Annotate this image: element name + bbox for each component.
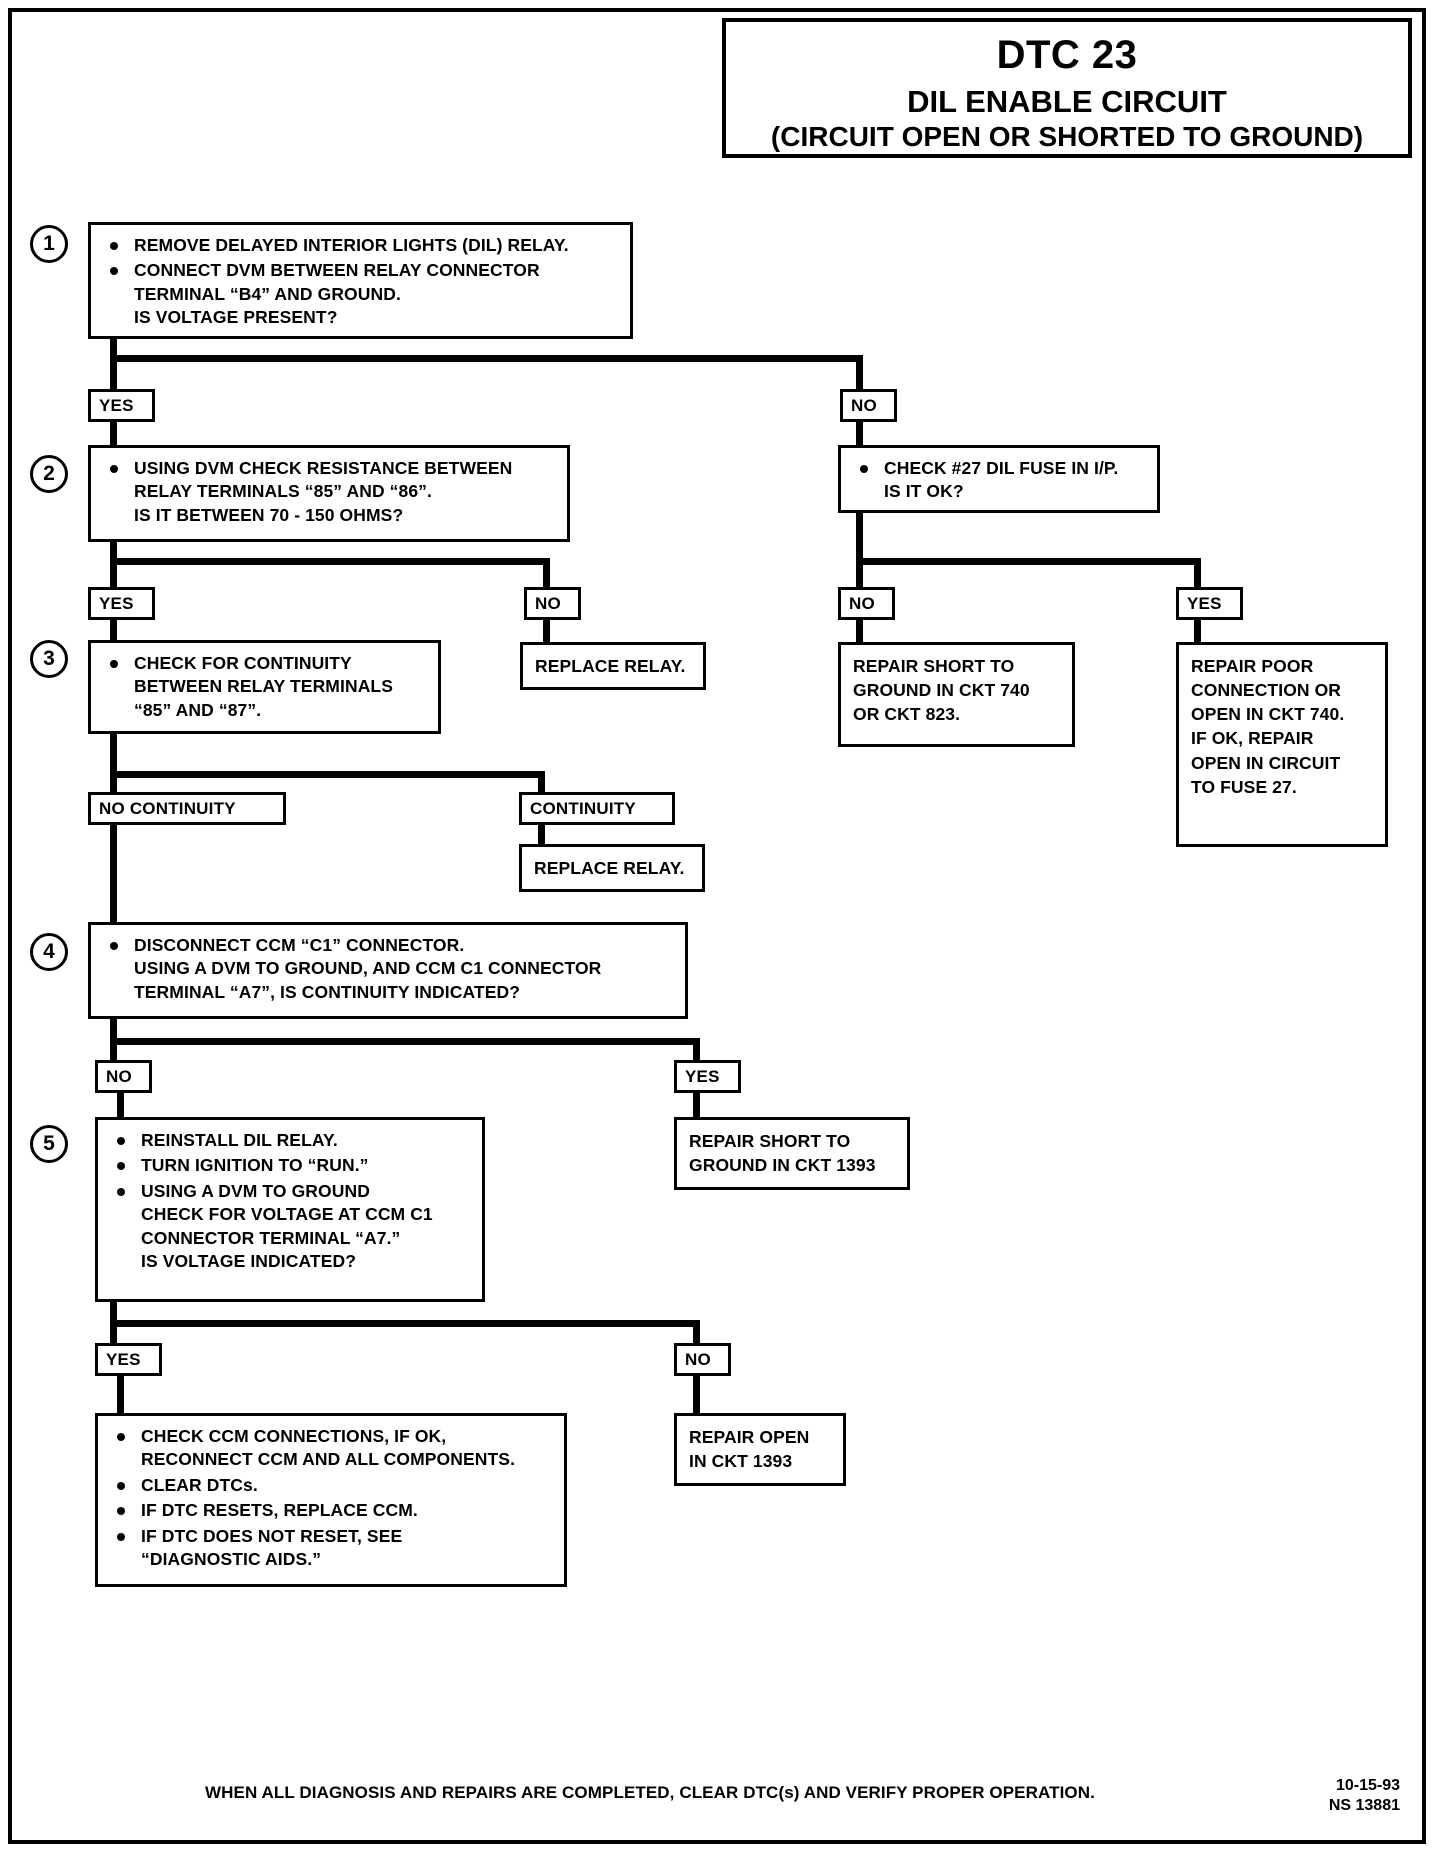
bullet-icon <box>110 660 118 668</box>
connector-step2-horizontal <box>110 558 550 565</box>
page-border <box>8 8 1426 1844</box>
label-fuse-yes: YES <box>1176 587 1243 620</box>
connector-nocont-to-step4 <box>110 825 117 922</box>
connector-no-to-fuse <box>856 422 863 446</box>
step-1-item-2: CONNECT DVM BETWEEN RELAY CONNECTOR TERM… <box>103 259 620 329</box>
label-step4-no: NO <box>95 1060 152 1093</box>
step-3-box: CHECK FOR CONTINUITY BETWEEN RELAY TERMI… <box>88 640 441 734</box>
final-item-4: IF DTC DOES NOT RESET, SEE “DIAGNOSTIC A… <box>110 1525 554 1572</box>
connector-step2-no <box>543 558 550 587</box>
connector-yes-to-repair-1393 <box>693 1093 700 1117</box>
connector-fuse-yes <box>1194 558 1201 587</box>
replace-relay-box-1: REPLACE RELAY. <box>520 642 706 690</box>
bullet-icon <box>117 1137 125 1145</box>
bullet-icon <box>117 1162 125 1171</box>
connector-step5-horizontal <box>110 1320 700 1327</box>
step-1-box: REMOVE DELAYED INTERIOR LIGHTS (DIL) REL… <box>88 222 633 339</box>
circuit-name: DIL ENABLE CIRCUIT <box>907 84 1227 119</box>
repair-poor-connection-text: REPAIR POOR CONNECTION OR OPEN IN CKT 74… <box>1191 656 1345 797</box>
connector-step5-yes <box>110 1302 117 1355</box>
repair-open-1393-text: REPAIR OPEN IN CKT 1393 <box>689 1427 810 1472</box>
repair-poor-connection-box: REPAIR POOR CONNECTION OR OPEN IN CKT 74… <box>1176 642 1388 847</box>
label-step5-yes: YES <box>95 1343 162 1376</box>
step-number-3: 3 <box>30 640 68 678</box>
step-5-item-3: USING A DVM TO GROUND CHECK FOR VOLTAGE … <box>110 1180 472 1274</box>
step-1-item-1: REMOVE DELAYED INTERIOR LIGHTS (DIL) REL… <box>103 234 620 257</box>
connector-no-to-repair-short-740 <box>856 620 863 642</box>
bullet-icon <box>110 942 118 950</box>
label-step2-yes: YES <box>88 587 155 620</box>
fuse-check-item: CHECK #27 DIL FUSE IN I/P. IS IT OK? <box>853 457 1147 504</box>
label-step5-no: NO <box>674 1343 731 1376</box>
bullet-icon <box>110 465 118 473</box>
connector-yes-to-repair-poor <box>1194 620 1201 642</box>
dtc-code: DTC 23 <box>996 33 1138 77</box>
label-step1-no: NO <box>840 389 897 422</box>
replace-relay-text-1: REPLACE RELAY. <box>535 656 686 676</box>
step-3-item-1: CHECK FOR CONTINUITY BETWEEN RELAY TERMI… <box>103 652 428 722</box>
step-number-2: 2 <box>30 455 68 493</box>
connector-step1-horizontal <box>110 355 863 362</box>
connector-step5-no <box>693 1320 700 1354</box>
connector-yes-to-step2 <box>110 422 117 446</box>
bullet-icon <box>117 1481 125 1490</box>
connector-step3-horizontal <box>110 771 545 778</box>
final-item-1: CHECK CCM CONNECTIONS, IF OK, RECONNECT … <box>110 1425 554 1472</box>
connector-step1-no <box>856 355 863 389</box>
connector-yes-to-step3 <box>110 620 117 642</box>
step-5-item-2: TURN IGNITION TO “RUN.” <box>110 1154 472 1177</box>
repair-short-1393-box: REPAIR SHORT TO GROUND IN CKT 1393 <box>674 1117 910 1190</box>
step-4-item-1: DISCONNECT CCM “C1” CONNECTOR. USING A D… <box>103 934 675 1004</box>
final-item-2: CLEAR DTCs. <box>110 1474 554 1497</box>
circuit-condition: (CIRCUIT OPEN OR SHORTED TO GROUND) <box>770 120 1364 152</box>
label-step4-yes: YES <box>674 1060 741 1093</box>
connector-cont-to-replace-relay-2 <box>538 825 545 844</box>
label-step3-no-continuity: NO CONTINUITY <box>88 792 286 825</box>
label-step3-continuity: CONTINUITY <box>519 792 675 825</box>
connector-step4-yes <box>693 1038 700 1072</box>
repair-short-740-text: REPAIR SHORT TO GROUND IN CKT 740 OR CKT… <box>853 656 1030 725</box>
footer-code: 10-15-93 NS 13881 <box>1328 1777 1400 1814</box>
repair-open-1393-box: REPAIR OPEN IN CKT 1393 <box>674 1413 846 1486</box>
connector-step4-horizontal <box>110 1038 700 1045</box>
connector-step4-no <box>110 1019 117 1072</box>
connector-step1-yes <box>110 339 117 389</box>
step-2-item-1: USING DVM CHECK RESISTANCE BETWEEN RELAY… <box>103 457 557 527</box>
label-step2-no: NO <box>524 587 581 620</box>
connector-step3-cont <box>538 771 545 792</box>
bullet-icon <box>110 267 118 276</box>
final-item-3: IF DTC RESETS, REPLACE CCM. <box>110 1499 554 1522</box>
connector-step3-nocont <box>110 734 117 792</box>
connector-fuse-no <box>856 513 863 587</box>
step-4-box: DISCONNECT CCM “C1” CONNECTOR. USING A D… <box>88 922 688 1019</box>
step-5-item-1: REINSTALL DIL RELAY. <box>110 1129 472 1152</box>
replace-relay-box-2: REPLACE RELAY. <box>519 844 705 892</box>
bullet-icon <box>117 1187 125 1196</box>
bullet-icon <box>117 1433 125 1441</box>
bullet-icon <box>110 242 118 250</box>
final-action-box: CHECK CCM CONNECTIONS, IF OK, RECONNECT … <box>95 1413 567 1587</box>
label-fuse-no: NO <box>838 587 895 620</box>
step-number-4: 4 <box>30 933 68 971</box>
connector-no-to-repair-open-1393 <box>693 1376 700 1413</box>
bullet-icon <box>117 1507 125 1516</box>
connector-no-to-replace-relay-1 <box>543 620 550 642</box>
connector-fuse-horizontal <box>856 558 1201 565</box>
step-2-box: USING DVM CHECK RESISTANCE BETWEEN RELAY… <box>88 445 570 542</box>
repair-short-740-box: REPAIR SHORT TO GROUND IN CKT 740 OR CKT… <box>838 642 1075 747</box>
step-number-1: 1 <box>30 225 68 263</box>
step-number-5: 5 <box>30 1125 68 1163</box>
connector-yes-to-final <box>117 1376 124 1413</box>
title-block: DTC 23 DIL ENABLE CIRCUIT (CIRCUIT OPEN … <box>722 18 1412 158</box>
fuse-check-box: CHECK #27 DIL FUSE IN I/P. IS IT OK? <box>838 445 1160 513</box>
bullet-icon <box>117 1532 125 1541</box>
label-step1-yes: YES <box>88 389 155 422</box>
repair-short-1393-text: REPAIR SHORT TO GROUND IN CKT 1393 <box>689 1131 876 1176</box>
connector-no-to-step5 <box>117 1093 124 1117</box>
bullet-icon <box>860 465 868 473</box>
replace-relay-text-2: REPLACE RELAY. <box>534 858 685 878</box>
footer-note: WHEN ALL DIAGNOSIS AND REPAIRS ARE COMPL… <box>205 1783 1095 1802</box>
step-5-box: REINSTALL DIL RELAY. TURN IGNITION TO “R… <box>95 1117 485 1302</box>
